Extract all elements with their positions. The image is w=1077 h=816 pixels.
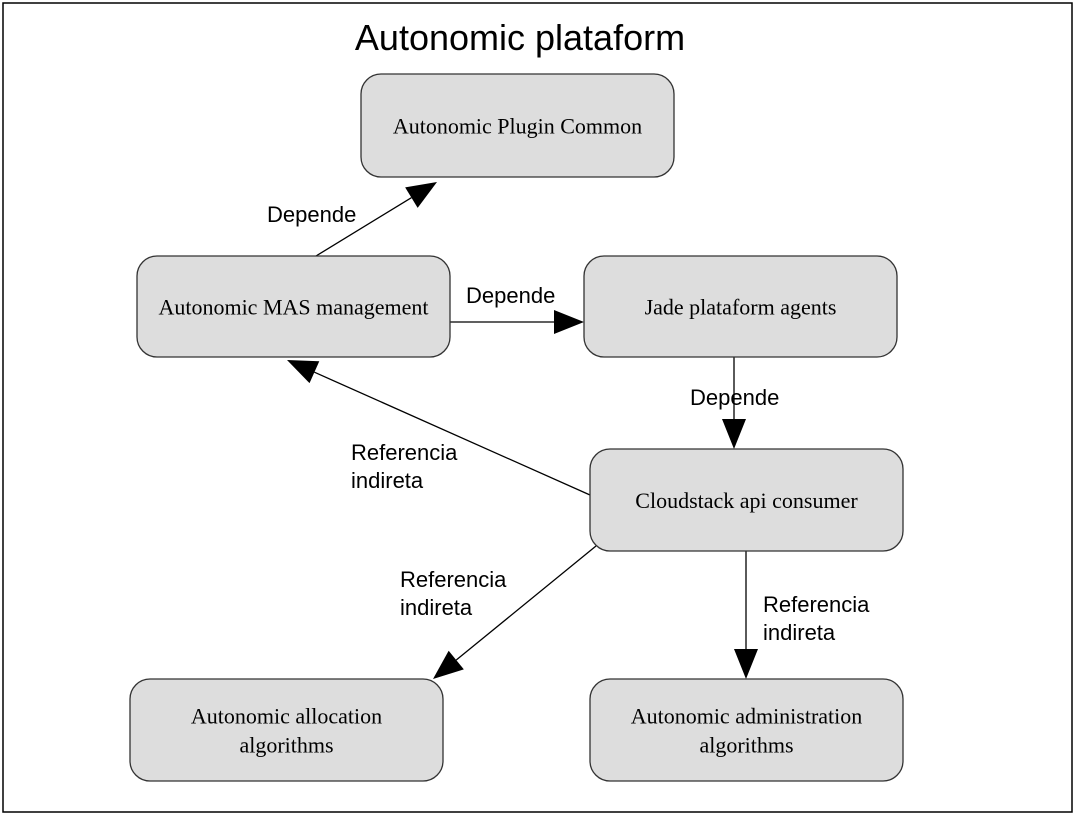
edges-layer [287,182,758,679]
edge-mas-to-plugin [315,182,437,257]
node-cloudstack-consumer: Cloudstack api consumer [589,448,904,552]
node-jade-agents: Jade plataform agents [583,255,898,358]
edge-line [315,197,412,257]
edge-cloudstack-to-administration [734,551,758,679]
arrowhead [405,182,437,208]
node-label: Autonomic MAS management [158,295,428,320]
node-label: Autonomic Plugin Common [393,114,642,139]
arrowhead [734,649,758,679]
edge-mas-to-jade [450,310,584,334]
node-box [583,255,898,358]
node-box [360,73,675,178]
node-label: Jade plataform agents [645,295,837,320]
node-mas-management: Autonomic MAS management [136,255,451,358]
edge-jade-to-cloudstack [722,357,746,449]
edge-line [314,371,591,496]
arrowhead [722,419,746,449]
edge-cloudstack-to-mas [287,360,591,496]
edge-line [455,545,597,661]
edge-label: Depende [690,385,779,410]
node-box [589,448,904,552]
arrowhead [554,310,584,334]
arrowhead [433,650,464,679]
node-box [589,678,904,782]
diagram-title: Autonomic plataform [355,17,685,58]
edge-label: Depende [466,283,555,308]
edge-cloudstack-to-allocation [433,545,597,679]
node-label: Cloudstack api consumer [635,488,858,513]
arrowhead [287,360,320,384]
edge-label: Depende [267,202,356,227]
node-box [136,255,451,358]
node-box [129,678,444,782]
node-plugin-common: Autonomic Plugin Common [360,73,675,178]
